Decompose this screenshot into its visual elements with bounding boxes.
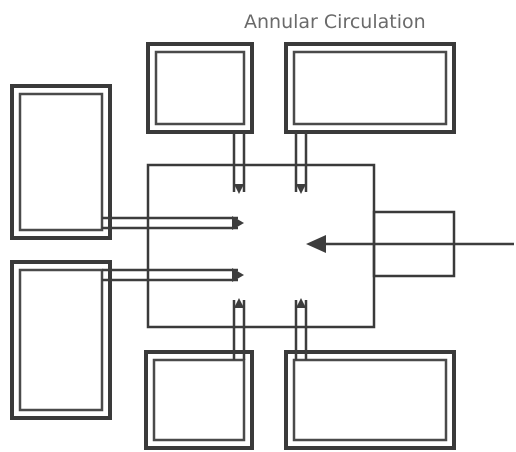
pipe-top-right xyxy=(294,132,308,194)
inlet-arrow-icon xyxy=(306,235,326,253)
central-chamber xyxy=(146,163,376,329)
tank-top-right xyxy=(284,42,456,134)
tank-bottom-left xyxy=(144,350,254,450)
tank-top-left xyxy=(146,42,254,134)
pipe-top-left xyxy=(232,132,246,194)
pipe-left-upper xyxy=(102,216,244,230)
tank-left-lower xyxy=(10,260,112,420)
pipe-bottom-right xyxy=(294,298,308,360)
diagram-title: Annular Circulation xyxy=(244,11,426,33)
tank-left-upper xyxy=(10,84,112,240)
tank-bottom-right xyxy=(284,350,456,450)
pipe-left-lower xyxy=(102,268,244,282)
pipe-bottom-left xyxy=(232,298,246,360)
